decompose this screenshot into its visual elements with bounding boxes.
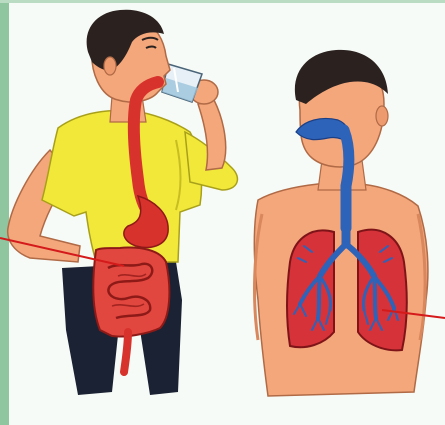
- top-border-strip: [0, 0, 445, 3]
- ear: [104, 57, 116, 75]
- rectum: [124, 332, 128, 372]
- ear-right: [376, 106, 388, 126]
- left-border-strip: [0, 0, 9, 425]
